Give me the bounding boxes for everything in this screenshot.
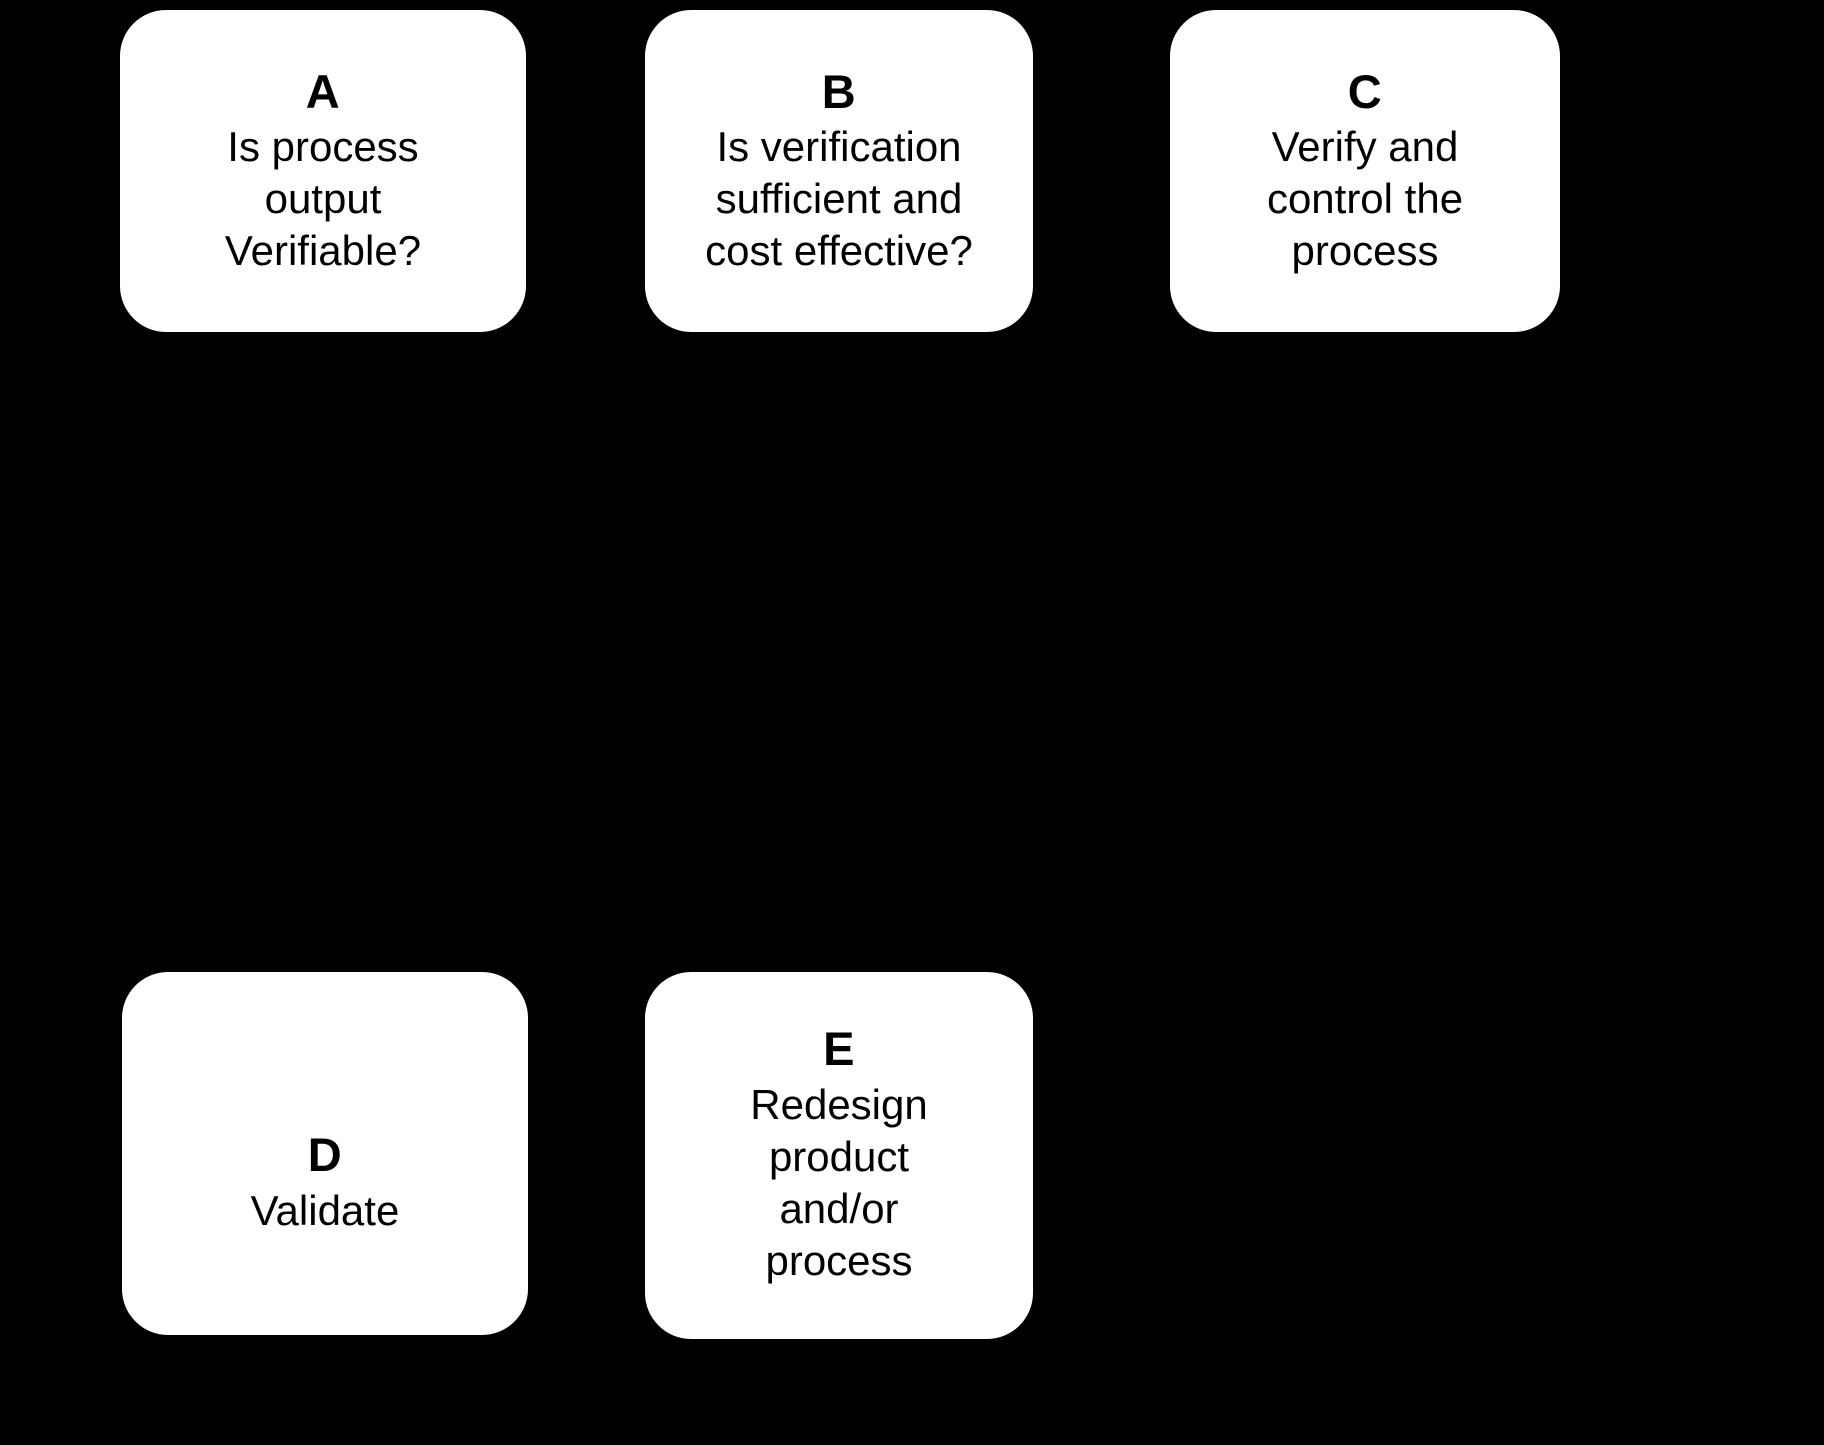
node-d[interactable]: D Validate [122, 972, 528, 1335]
node-a-text: Is process output Verifiable? [224, 123, 422, 275]
node-c-text: Verify and control the process [1266, 123, 1464, 275]
node-a[interactable]: A Is process output Verifiable? [120, 10, 526, 332]
node-e-letter: E [823, 1022, 855, 1076]
node-e-text: Redesign product and/or process [750, 1080, 928, 1284]
node-d-letter: D [307, 1128, 343, 1182]
node-b-letter: B [821, 64, 857, 118]
node-e[interactable]: E Redesign product and/or process [645, 972, 1033, 1339]
node-b[interactable]: B Is verification sufficient and cost ef… [645, 10, 1033, 332]
node-c[interactable]: C Verify and control the process [1170, 10, 1560, 332]
node-d-text: Validate [250, 1186, 400, 1234]
node-a-letter: A [305, 64, 341, 118]
node-c-letter: C [1347, 64, 1383, 118]
node-b-text: Is verification sufficient and cost effe… [705, 123, 973, 275]
